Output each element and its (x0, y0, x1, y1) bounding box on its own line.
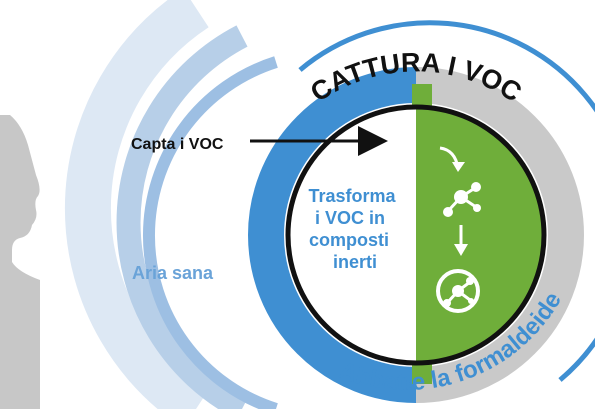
transform-text: Trasforma i VOC in composti inerti (308, 186, 396, 272)
molecule-icon (443, 182, 481, 217)
transform-line-3: composti (309, 230, 389, 250)
capture-label: Capta i VOC (131, 136, 224, 153)
air-waves (64, 0, 278, 409)
clean-air-label: Aria sana (132, 263, 214, 283)
outer-frame-arc (298, 20, 595, 382)
core-circle (285, 104, 547, 366)
process-icons (436, 146, 481, 313)
transform-line-2: i VOC in (315, 208, 385, 228)
transform-line-1: Trasforma (308, 186, 396, 206)
person-silhouette (0, 115, 40, 409)
inert-molecule-icon (436, 269, 480, 313)
transform-line-4: inerti (333, 252, 377, 272)
